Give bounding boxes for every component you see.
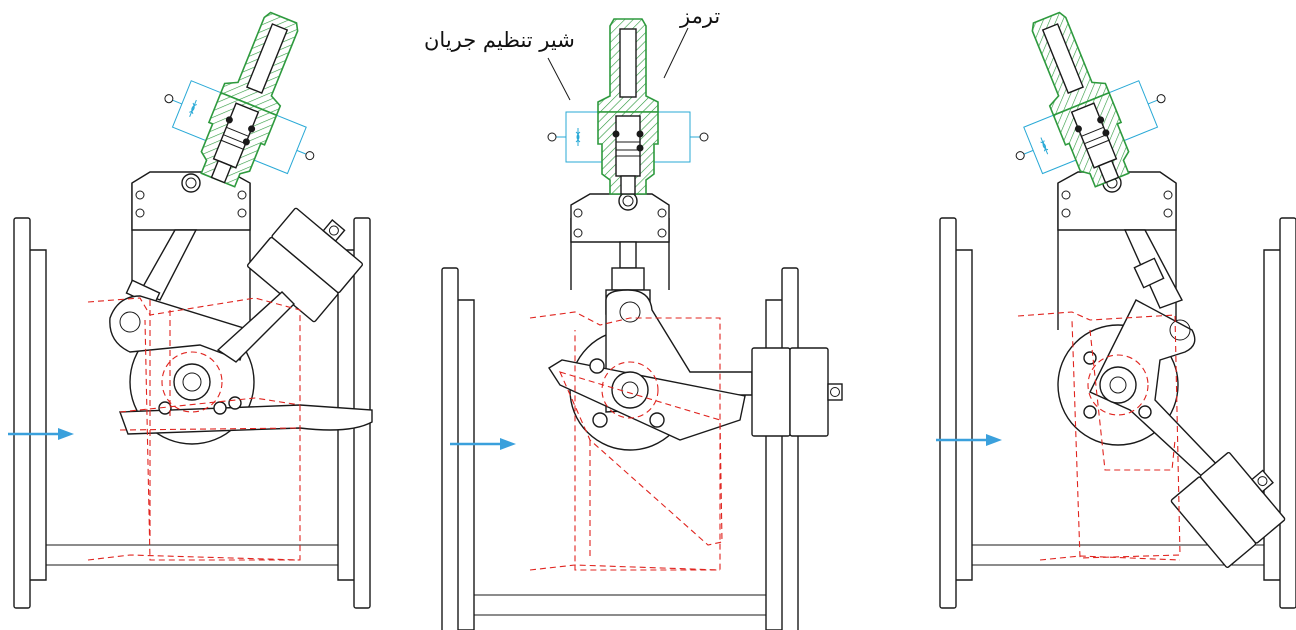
flow-arrow-middle: [450, 438, 516, 450]
label-flow-control-valve: شیر تنظیم جریان: [424, 28, 575, 52]
left-view: [13, 0, 373, 609]
middle-view: [441, 18, 843, 630]
label-brake: ترمز: [680, 4, 721, 28]
right-view: [939, 0, 1296, 609]
flow-arrow-left: [8, 428, 74, 440]
flow-arrow-right: [936, 434, 1002, 446]
